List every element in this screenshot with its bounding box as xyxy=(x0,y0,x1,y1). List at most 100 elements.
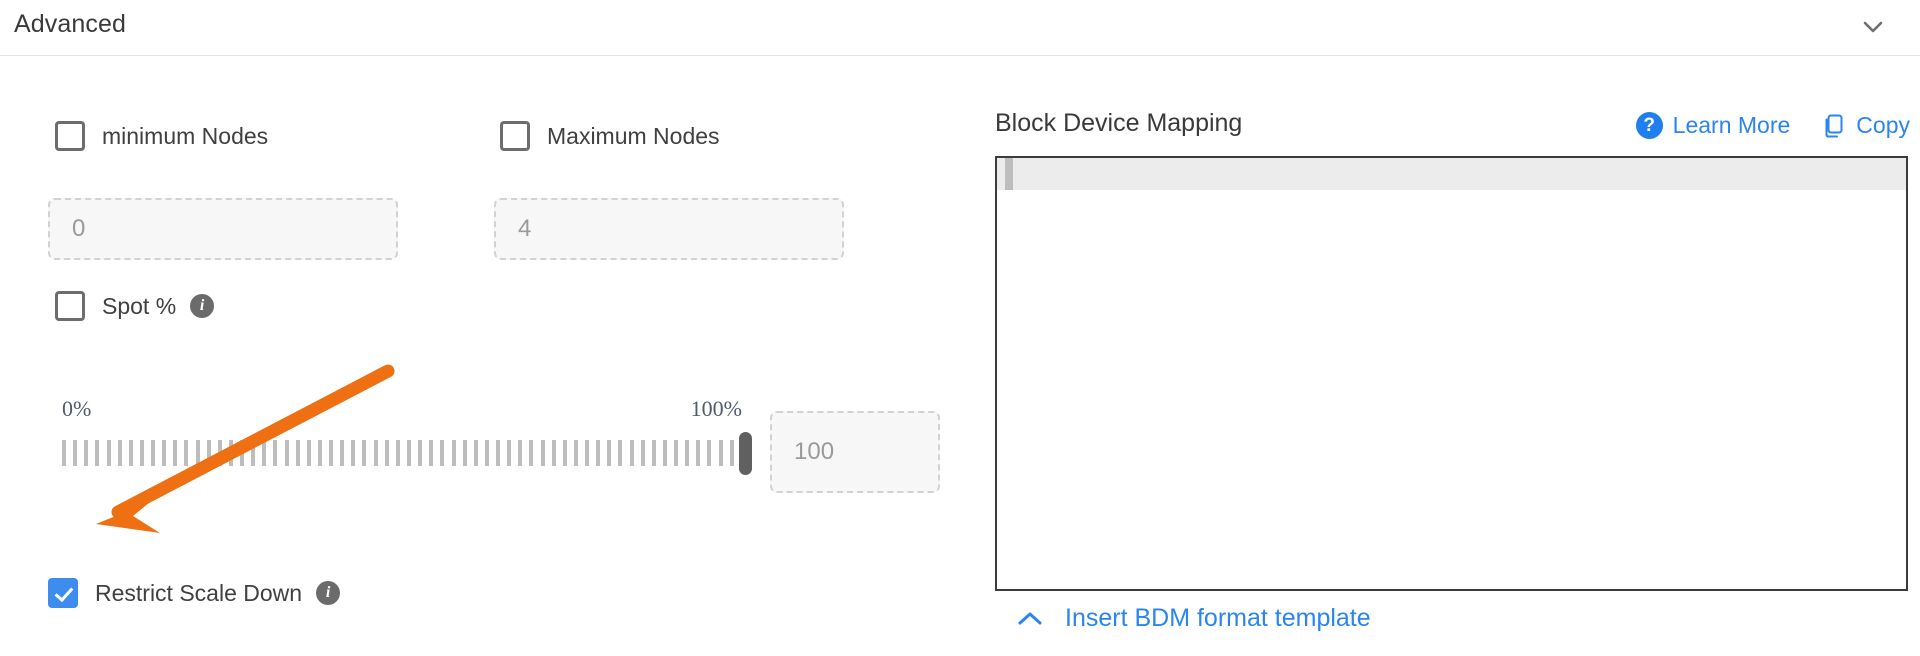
slider-tick xyxy=(496,440,501,466)
slider-tick xyxy=(729,440,734,466)
slider-tick xyxy=(662,440,667,466)
slider-tick xyxy=(295,440,300,466)
maximum-nodes-input[interactable]: 4 xyxy=(494,198,844,260)
block-device-mapping-title: Block Device Mapping xyxy=(995,109,1243,137)
slider-tick xyxy=(451,440,456,466)
minimum-nodes-row: minimum Nodes xyxy=(55,121,268,151)
slider-tick xyxy=(674,440,679,466)
bdm-actions: ? Learn More Copy xyxy=(1635,112,1910,139)
slider-tick xyxy=(195,440,200,466)
insert-bdm-template-label: Insert BDM format template xyxy=(1065,604,1371,632)
advanced-section-header[interactable]: Advanced xyxy=(0,0,1920,55)
slider-tick xyxy=(262,440,267,466)
slider-tick xyxy=(707,440,712,466)
maximum-nodes-checkbox[interactable] xyxy=(500,121,530,151)
restrict-scale-down-checkbox[interactable] xyxy=(48,578,78,608)
advanced-settings-panel: minimum Nodes 0 Maximum Nodes 4 Spot % i… xyxy=(0,56,960,656)
minimum-nodes-input[interactable]: 0 xyxy=(48,198,398,260)
maximum-nodes-label: Maximum Nodes xyxy=(547,122,720,149)
spot-percent-value-input[interactable]: 100 xyxy=(770,411,940,493)
maximum-nodes-row: Maximum Nodes xyxy=(500,121,720,151)
info-icon[interactable]: i xyxy=(190,294,215,318)
slider-thumb[interactable] xyxy=(739,432,752,475)
slider-tick xyxy=(84,440,89,466)
slider-tick xyxy=(62,440,66,466)
slider-tick xyxy=(529,440,534,466)
slider-tick xyxy=(73,440,78,466)
slider-tick xyxy=(629,440,634,466)
slider-tick xyxy=(562,440,567,466)
slider-tick xyxy=(473,440,478,466)
slider-tick xyxy=(395,440,400,466)
slider-tick xyxy=(373,440,378,466)
info-icon[interactable]: i xyxy=(316,581,341,605)
slider-tick xyxy=(429,440,434,466)
minimum-nodes-label: minimum Nodes xyxy=(102,122,269,149)
slider-tick xyxy=(162,440,167,466)
slider-tick xyxy=(685,440,690,466)
slider-tick xyxy=(462,440,467,466)
slider-tick xyxy=(518,440,523,466)
page-title: Advanced xyxy=(14,10,126,38)
copy-link[interactable]: Copy xyxy=(1856,112,1910,138)
slider-tick xyxy=(696,440,701,466)
slider-tick xyxy=(306,440,311,466)
slider-tick xyxy=(173,440,178,466)
spot-percent-value-placeholder: 100 xyxy=(794,438,835,465)
slider-tick xyxy=(151,440,156,466)
slider-tick xyxy=(340,440,345,466)
slider-tick xyxy=(117,440,122,466)
slider-tick xyxy=(585,440,590,466)
slider-tick xyxy=(184,440,189,466)
slider-tick xyxy=(718,440,723,466)
slider-tick xyxy=(440,440,445,466)
spot-percent-slider[interactable] xyxy=(62,432,752,475)
slider-tick xyxy=(95,440,100,466)
slider-tick xyxy=(240,440,245,466)
slider-tick xyxy=(618,440,623,466)
slider-tick xyxy=(362,440,367,466)
maximum-nodes-input-placeholder: 4 xyxy=(518,215,532,242)
minimum-nodes-input-placeholder: 0 xyxy=(72,215,86,242)
slider-tick xyxy=(484,440,489,466)
block-device-mapping-panel: Block Device Mapping ? Learn More Copy I… xyxy=(995,56,1920,656)
restrict-scale-down-label: Restrict Scale Down xyxy=(95,579,303,606)
slider-tick xyxy=(317,440,322,466)
slider-tick xyxy=(540,440,545,466)
bdm-code-editor[interactable] xyxy=(995,156,1908,591)
slider-tick xyxy=(651,440,656,466)
slider-tick xyxy=(418,440,423,466)
slider-tick xyxy=(551,440,556,466)
slider-tick xyxy=(228,440,233,466)
spot-percent-label: Spot % xyxy=(102,292,177,319)
restrict-scale-down-row: Restrict Scale Down i xyxy=(48,578,341,608)
spot-percent-row: Spot % i xyxy=(55,291,215,321)
slider-tick xyxy=(607,440,612,466)
minimum-nodes-checkbox[interactable] xyxy=(55,121,85,151)
learn-more-link[interactable]: Learn More xyxy=(1672,112,1791,138)
slider-tick xyxy=(206,440,211,466)
slider-tick xyxy=(273,440,278,466)
insert-bdm-template-button[interactable]: Insert BDM format template xyxy=(1017,604,1371,633)
spot-percent-slider-group: 0% 100% xyxy=(62,396,752,506)
slider-max-label: 100% xyxy=(690,396,742,421)
chevron-down-icon[interactable] xyxy=(1858,12,1888,42)
slider-tick xyxy=(251,440,256,466)
spot-percent-checkbox[interactable] xyxy=(55,291,85,321)
header-divider xyxy=(0,55,1920,56)
slider-tick xyxy=(329,440,334,466)
slider-tick xyxy=(573,440,578,466)
slider-tick xyxy=(640,440,645,466)
slider-min-label: 0% xyxy=(62,396,92,421)
question-mark-circle-icon[interactable]: ? xyxy=(1635,112,1663,139)
slider-tick xyxy=(128,440,133,466)
editor-active-line-highlight xyxy=(997,158,1906,190)
slider-tick xyxy=(139,440,144,466)
editor-content[interactable] xyxy=(1019,160,1902,585)
slider-tick xyxy=(217,440,222,466)
slider-tick xyxy=(106,440,111,466)
copy-icon[interactable] xyxy=(1822,113,1846,139)
slider-tick xyxy=(284,440,289,466)
slider-tick xyxy=(407,440,411,466)
slider-tick xyxy=(384,440,389,466)
